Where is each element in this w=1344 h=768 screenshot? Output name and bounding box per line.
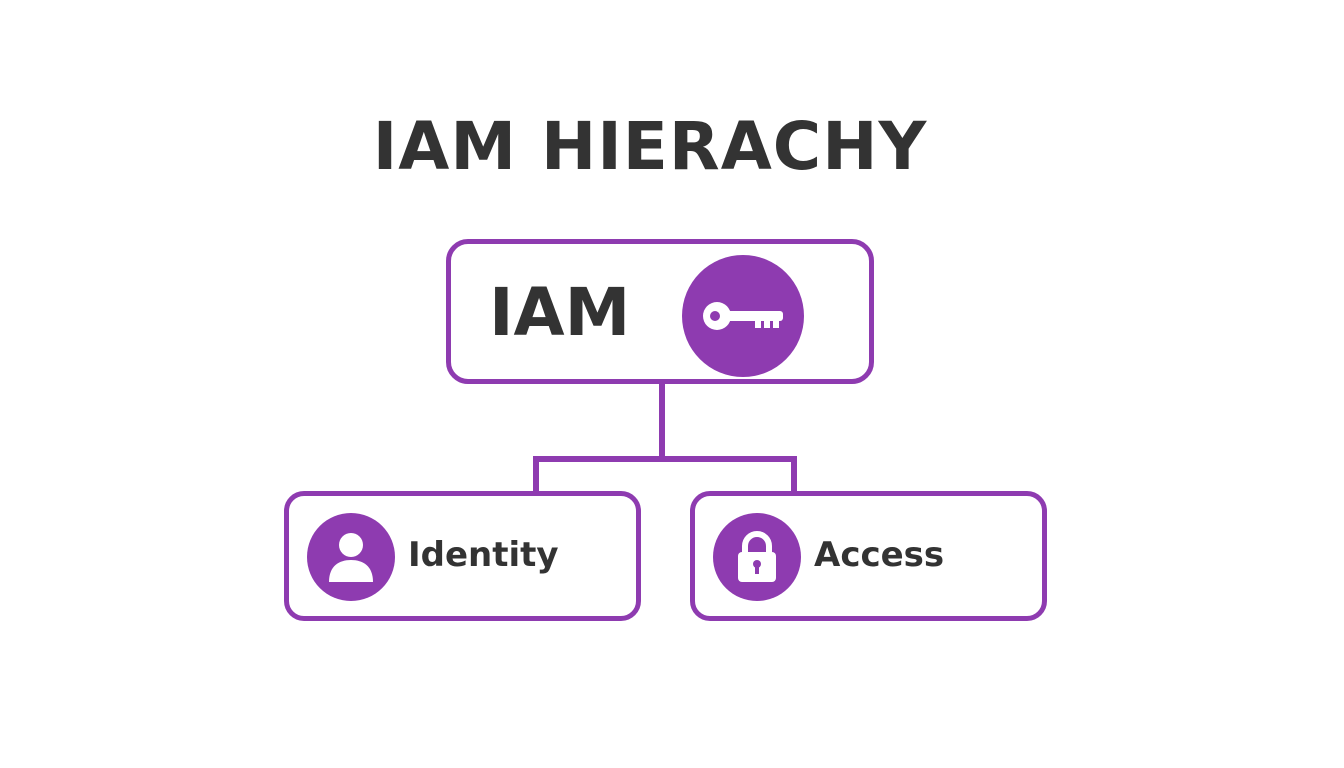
root-node-label: IAM bbox=[489, 274, 631, 351]
child-node-access: Access bbox=[690, 491, 1047, 621]
diagram-title: IAM HIERACHY bbox=[372, 108, 928, 185]
connector-to-access bbox=[791, 456, 797, 493]
connector-to-identity bbox=[533, 456, 539, 493]
access-label: Access bbox=[814, 535, 945, 575]
connector-horizontal bbox=[533, 456, 797, 462]
lock-icon bbox=[713, 513, 801, 601]
user-icon bbox=[307, 513, 395, 601]
root-node-iam: IAM bbox=[446, 239, 874, 384]
key-icon bbox=[682, 255, 804, 377]
child-node-identity: Identity bbox=[284, 491, 641, 621]
connector-root-down bbox=[659, 382, 665, 460]
identity-label: Identity bbox=[408, 535, 559, 575]
